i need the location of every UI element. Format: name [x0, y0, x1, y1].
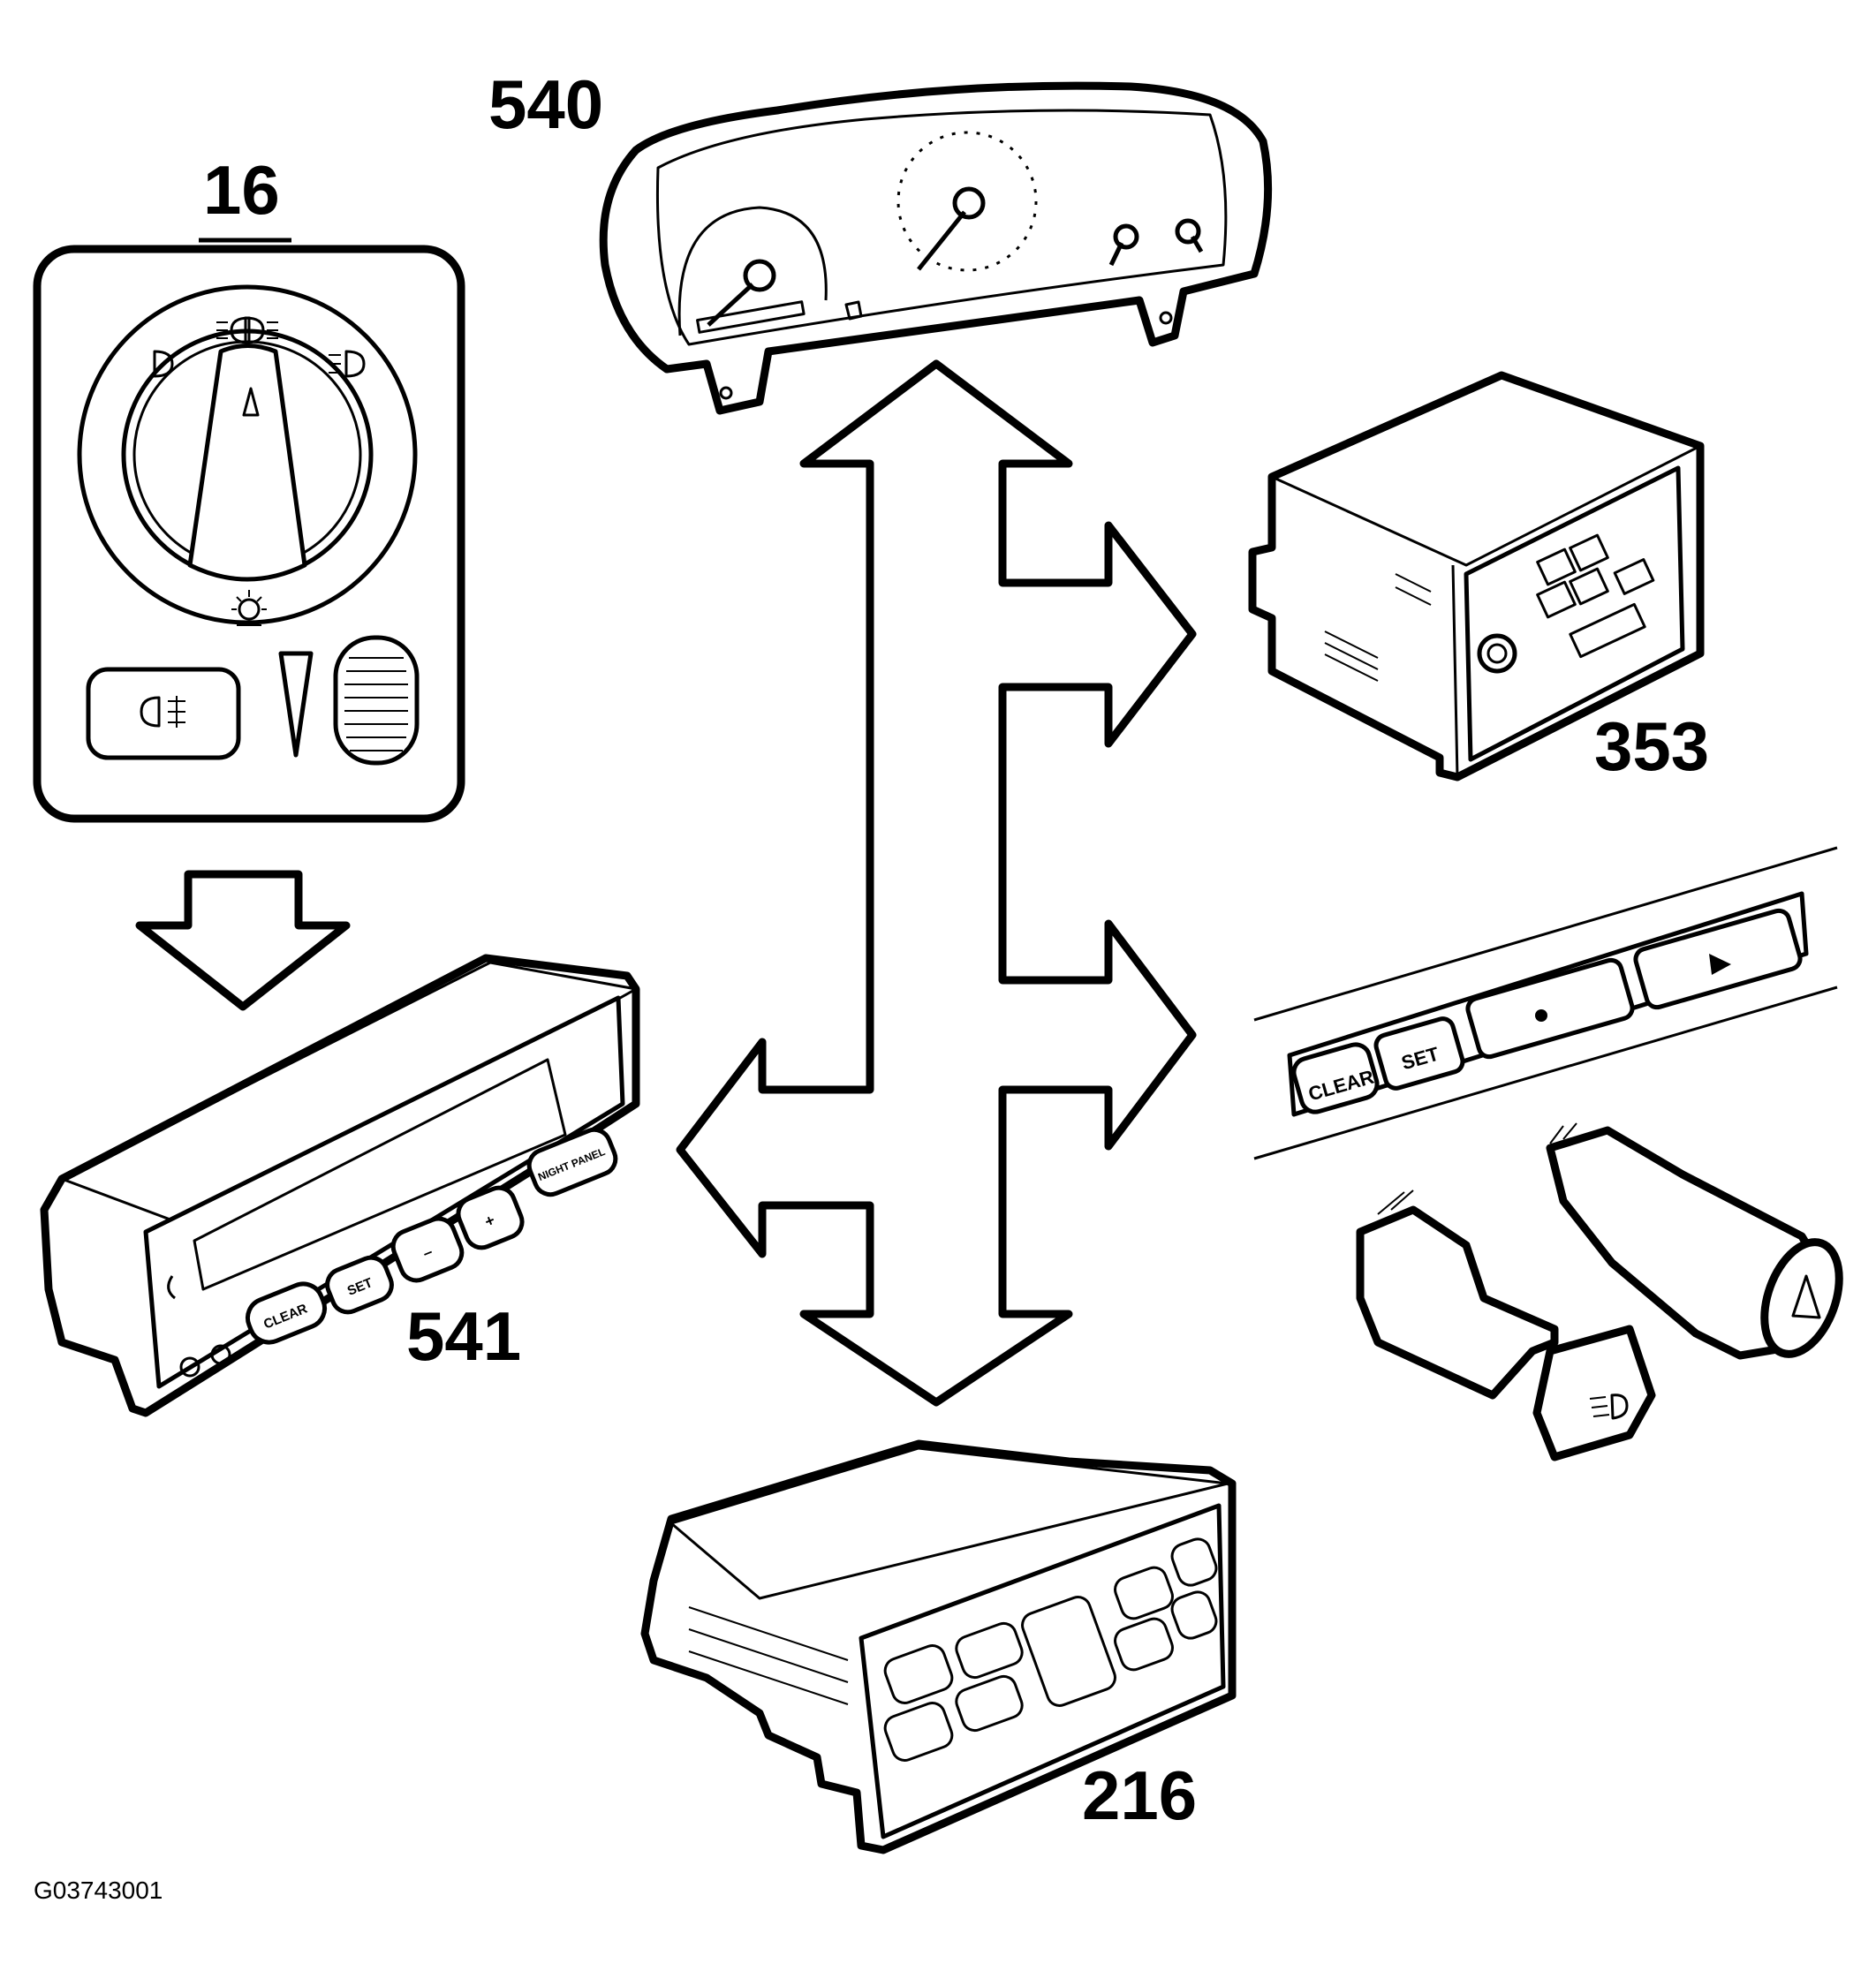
audio-preset-3[interactable] — [1536, 580, 1577, 619]
climate-display — [1021, 1596, 1116, 1707]
climate-button-6[interactable] — [1112, 1615, 1176, 1673]
cruise-minus-icon — [1535, 1009, 1547, 1022]
low-beam-icon — [216, 316, 278, 344]
audio-buttons — [1536, 533, 1655, 659]
climate-panel-face — [859, 1503, 1226, 1839]
climate-button-4[interactable] — [953, 1673, 1025, 1733]
climate-ribs — [688, 1606, 849, 1705]
tachometer-arc — [677, 206, 828, 336]
label-216: 216 — [1082, 1756, 1197, 1834]
instrument-cluster — [599, 81, 1273, 415]
audio-unit — [1248, 371, 1705, 782]
info-light-sensor-icon — [179, 1356, 200, 1378]
cruise-clear-button[interactable] — [1290, 1041, 1381, 1115]
info-temp-sensor-icon — [210, 1344, 231, 1365]
panel-light-icon — [231, 590, 267, 626]
connector-wires — [1377, 1122, 1577, 1215]
bus-arrows — [676, 359, 1197, 1407]
audio-cassette-slot — [1569, 602, 1646, 659]
climate-button-7[interactable] — [1169, 1536, 1220, 1589]
audio-seek-button[interactable] — [1613, 558, 1655, 595]
info-display-screen — [193, 1058, 567, 1291]
strip-top-edge — [1253, 846, 1838, 1022]
hazard-switch-cap[interactable] — [1751, 1232, 1854, 1364]
info-phone-icon — [167, 1275, 176, 1300]
strip-bottom-edge — [1253, 986, 1838, 1160]
climate-panel — [640, 1439, 1237, 1854]
info-clear-button[interactable] — [242, 1278, 330, 1348]
dimmer-indicator-icon — [278, 651, 314, 758]
info-display: CLEAR SET – + NIGHT PANEL — [40, 954, 640, 1417]
speedometer-dial — [896, 131, 1038, 272]
fuel-gauge-hub — [1113, 223, 1139, 250]
knob-pointer-icon — [242, 387, 260, 417]
climate-button-1[interactable] — [881, 1642, 956, 1707]
climate-button-3[interactable] — [953, 1620, 1025, 1680]
speedometer-needle — [917, 210, 966, 271]
speedometer-hub — [952, 186, 986, 220]
climate-button-8[interactable] — [1169, 1589, 1220, 1642]
label-540: 540 — [488, 65, 603, 143]
warning-strip — [696, 300, 806, 334]
headlight-icon — [329, 350, 366, 378]
cluster-face — [655, 109, 1228, 346]
fog-switch-cap[interactable] — [1532, 1325, 1656, 1461]
label-16: 16 — [203, 151, 280, 229]
dimmer-wheel-ridges — [344, 657, 408, 751]
climate-button-5[interactable] — [1112, 1564, 1176, 1622]
cruise-minus-button[interactable] — [1465, 957, 1635, 1060]
bus-arrow-clean — [676, 359, 1197, 1407]
info-display-face — [143, 995, 625, 1389]
volume-knob[interactable] — [1477, 633, 1517, 674]
figure-id: G03743001 — [34, 1877, 163, 1904]
climate-panel-top — [669, 1446, 1229, 1600]
volume-knob-center — [1486, 643, 1508, 664]
info-night-panel-button[interactable] — [525, 1125, 620, 1199]
label-541: 541 — [406, 1297, 521, 1375]
mount-hole-right — [1159, 311, 1173, 325]
info-set-button[interactable] — [322, 1253, 397, 1318]
audio-preset-2[interactable] — [1569, 533, 1609, 572]
indicator-lamp — [844, 300, 863, 321]
info-plus-button[interactable] — [454, 1183, 527, 1253]
fuel-gauge-needle — [1108, 241, 1124, 267]
cruise-set-button[interactable] — [1373, 1016, 1465, 1091]
cruise-resume-icon — [1709, 954, 1731, 975]
audio-top-edge — [1271, 444, 1701, 567]
audio-preset-4[interactable] — [1569, 567, 1609, 606]
temp-gauge-needle — [1190, 235, 1204, 253]
cruise-switch-strip: CLEAR SET — [1253, 846, 1838, 1160]
dimmer-wheel[interactable] — [333, 635, 420, 766]
info-display-top — [60, 961, 638, 1234]
audio-front-edge — [1451, 564, 1459, 778]
label-353: 353 — [1594, 707, 1709, 785]
climate-buttons — [881, 1536, 1220, 1764]
hazard-triangle-icon — [1791, 1274, 1821, 1319]
light-switch-panel — [33, 238, 465, 823]
fog-light-button[interactable] — [86, 667, 241, 760]
audio-vents — [1324, 573, 1432, 682]
fog-light-icon — [140, 696, 185, 728]
audio-faceplate — [1464, 465, 1685, 762]
info-minus-button[interactable] — [389, 1214, 466, 1286]
fog-switch-connector — [1356, 1205, 1559, 1400]
audio-preset-1[interactable] — [1536, 548, 1577, 586]
mount-hole-left — [719, 386, 733, 400]
tachometer-hub — [743, 259, 776, 292]
info-buttons: CLEAR SET – + NIGHT PANEL — [242, 1125, 620, 1348]
down-arrow — [135, 870, 351, 1011]
rotary-knob — [187, 344, 307, 582]
fog-switch-icon — [1589, 1393, 1629, 1420]
switch-connectors — [1356, 1122, 1854, 1461]
climate-button-2[interactable] — [881, 1700, 956, 1764]
parking-light-icon — [153, 350, 174, 378]
